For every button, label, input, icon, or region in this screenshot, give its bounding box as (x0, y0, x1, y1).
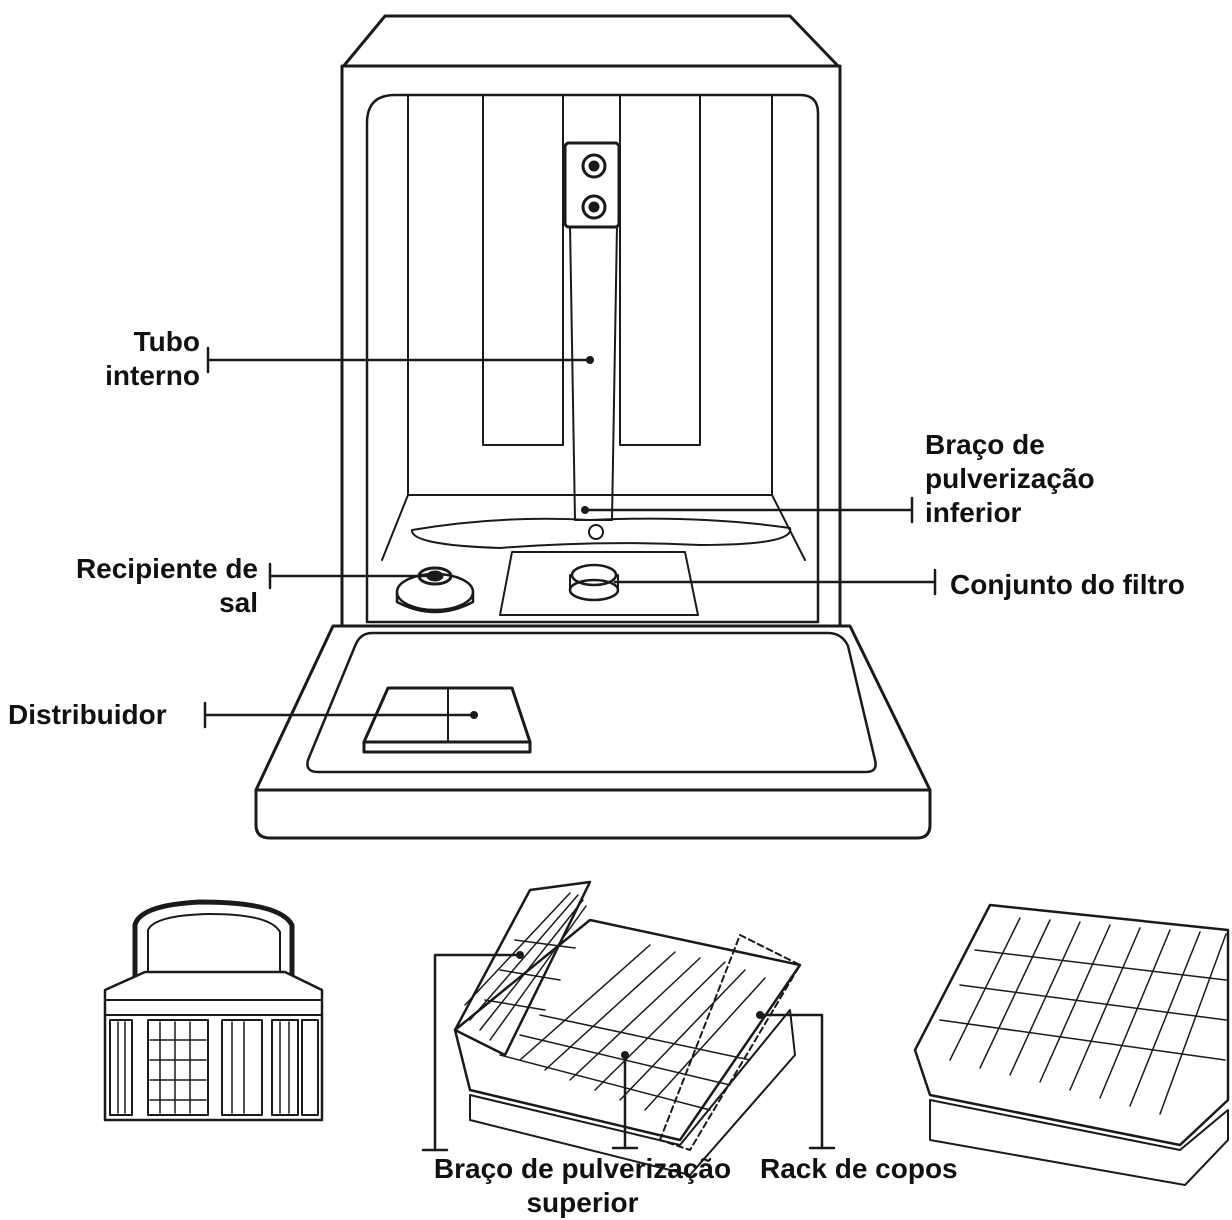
cutlery-basket (103, 899, 324, 1122)
filter-plate (499, 551, 699, 616)
callout-dots (470, 356, 764, 1059)
callout-lines (203, 346, 937, 1152)
label-conjunto-filtro: Conjunto do filtro (950, 569, 1185, 600)
label-braco-superior: Braço de pulverização superior (433, 1153, 732, 1218)
lower-rack (913, 903, 1230, 1186)
label-distribuidor: Distribuidor (8, 699, 167, 730)
dishwasher-cabinet (340, 14, 842, 628)
label-rack-copos: Rack de copos (760, 1153, 958, 1184)
label-tubo-interno: Tubo interno (105, 326, 200, 391)
label-recipiente-sal: Recipiente de sal (75, 553, 258, 618)
detergent-dispenser (362, 686, 532, 754)
upper-rack (453, 880, 802, 1176)
lower-spray-arm (411, 517, 792, 549)
label-braco-inferior: Braço de pulverização inferior (925, 429, 1095, 528)
dishwasher-door (254, 624, 932, 840)
